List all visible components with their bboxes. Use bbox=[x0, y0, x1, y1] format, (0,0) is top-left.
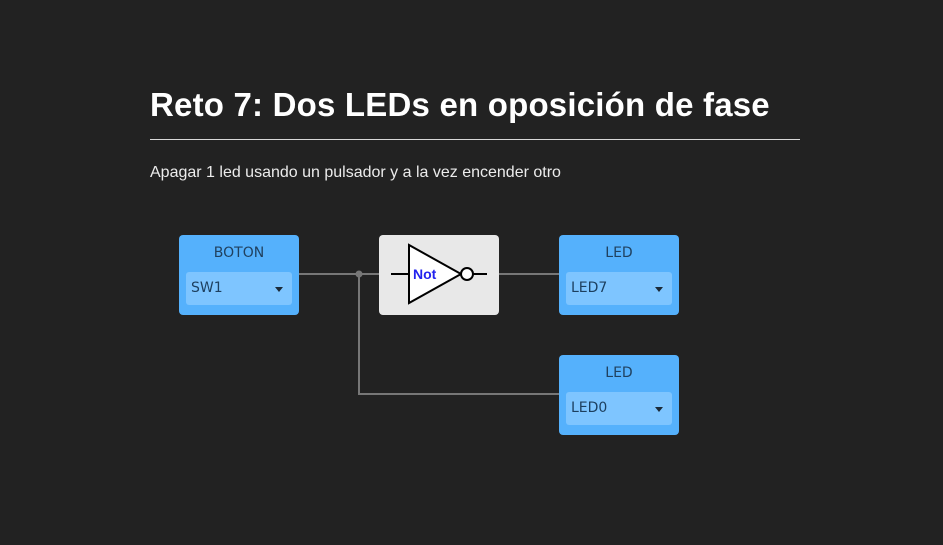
led-top-select[interactable]: LED7 bbox=[566, 272, 672, 305]
title-divider bbox=[150, 139, 800, 140]
not-gate-block[interactable]: Not bbox=[379, 235, 499, 315]
not-gate-label: Not bbox=[413, 266, 437, 282]
led-top-select-value: LED7 bbox=[571, 280, 608, 296]
led-block-top[interactable]: LED LED7 bbox=[559, 235, 679, 315]
led-bottom-select[interactable]: LED0 bbox=[566, 392, 672, 425]
page-title: Reto 7: Dos LEDs en oposición de fase bbox=[150, 86, 770, 123]
button-select-value: SW1 bbox=[191, 280, 223, 296]
led-block-bottom[interactable]: LED LED0 bbox=[559, 355, 679, 435]
button-select[interactable]: SW1 bbox=[186, 272, 292, 305]
led-bottom-select-value: LED0 bbox=[571, 400, 608, 416]
chevron-down-icon[interactable] bbox=[655, 287, 663, 292]
button-block[interactable]: BOTON SW1 bbox=[179, 235, 299, 315]
wire-junction-dot bbox=[355, 270, 363, 278]
chevron-down-icon[interactable] bbox=[275, 287, 283, 292]
page-subtitle: Apagar 1 led usando un pulsador y a la v… bbox=[150, 164, 561, 181]
not-gate-icon bbox=[391, 243, 487, 305]
wire-branch-to-led-bottom bbox=[358, 274, 559, 395]
led-block-top-label: LED bbox=[605, 245, 633, 261]
led-block-bottom-label: LED bbox=[605, 365, 633, 381]
button-block-label: BOTON bbox=[213, 245, 265, 261]
chevron-down-icon[interactable] bbox=[655, 407, 663, 412]
